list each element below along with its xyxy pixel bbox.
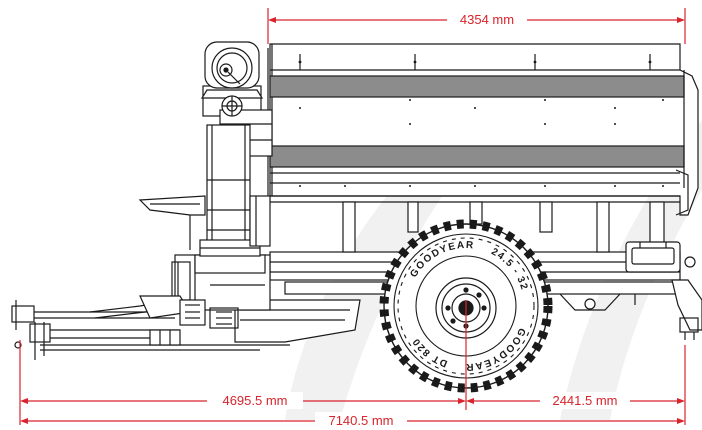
front-platform — [138, 195, 206, 250]
box-support-posts — [342, 201, 665, 253]
auger-spout — [200, 41, 264, 117]
dimension-hitch-to-axle: 4695.5 mm — [222, 393, 287, 408]
dimension-overall-length: 7140.5 mm — [328, 413, 393, 428]
rear-hitch-bracket — [671, 279, 702, 340]
tongue-hitch — [11, 299, 290, 360]
dimension-box-length: 4354 mm — [460, 12, 514, 27]
dimension-axle-to-rear: 2441.5 mm — [552, 393, 617, 408]
rear-light-box — [625, 241, 696, 273]
rivet-dots — [298, 60, 664, 187]
grain-box — [267, 43, 699, 216]
